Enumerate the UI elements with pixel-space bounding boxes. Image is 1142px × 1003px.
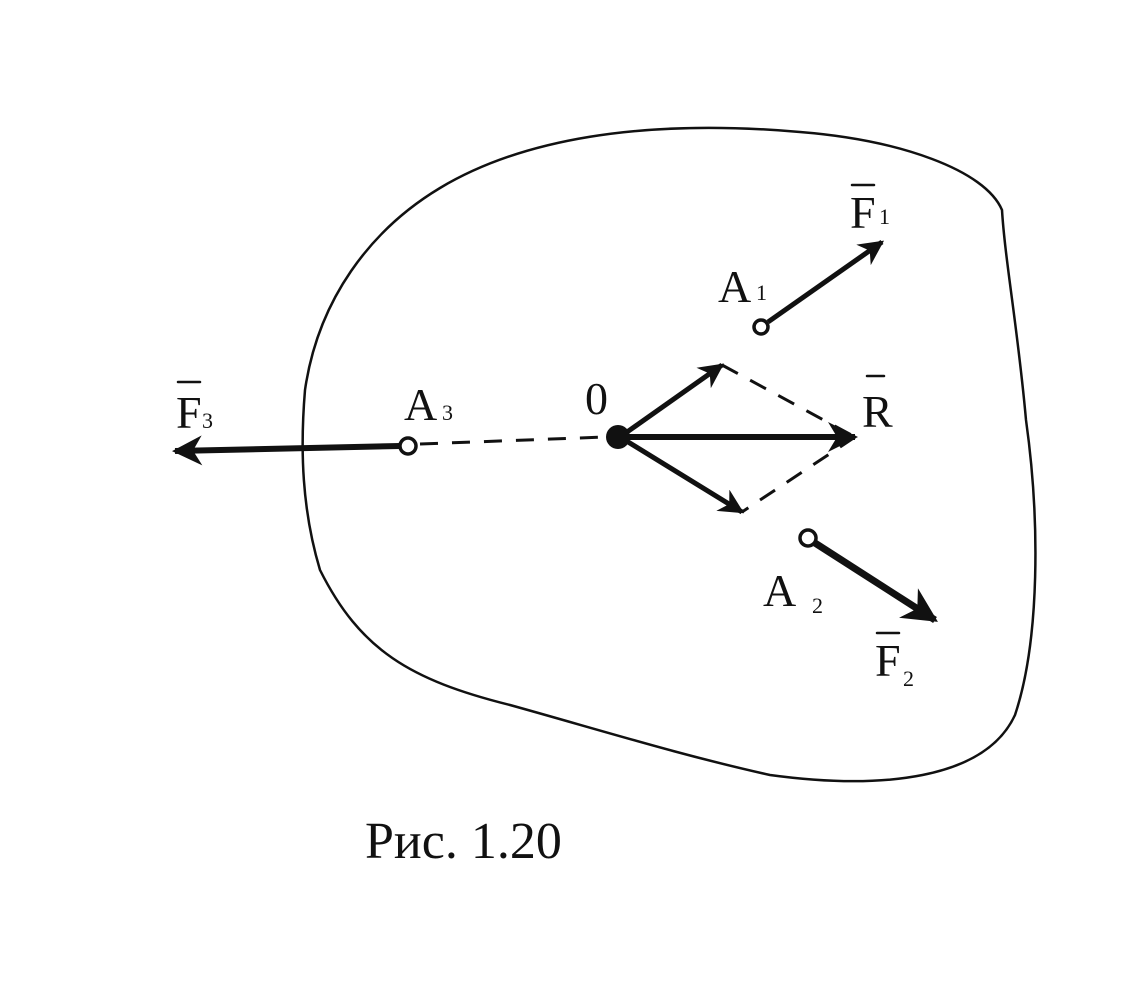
point-A2 (798, 528, 818, 548)
label-A3-subscript: 3 (442, 400, 453, 425)
body-outline (301, 126, 1037, 783)
figure-caption: Рис. 1.20 (365, 813, 562, 870)
label-F1-subscript: 1 (879, 204, 890, 229)
parallelogram-side-lower (741, 435, 856, 514)
label-F1: F (850, 187, 876, 238)
force-vector-F1 (766, 239, 885, 325)
label-F3-subscript: 3 (202, 408, 213, 433)
label-A3: A (404, 379, 437, 430)
force-vector-F2 (813, 540, 938, 623)
point-A1 (752, 318, 770, 336)
point-O (606, 425, 630, 449)
label-O: 0 (585, 373, 608, 424)
point-A3 (398, 436, 418, 456)
parallelogram-side-upper (721, 363, 856, 439)
line-of-action-dashed (419, 435, 607, 446)
label-A1: A (718, 261, 751, 312)
component-vector-upper (618, 362, 725, 440)
label-F2: F (875, 635, 901, 686)
label-A2-subscript: 2 (812, 593, 823, 618)
force-vector-F3 (172, 435, 401, 466)
component-vector-lower (618, 434, 745, 515)
label-F2-subscript: 2 (903, 666, 914, 691)
label-R: R (862, 386, 893, 437)
label-A2: A (763, 565, 796, 616)
label-A1-subscript: 1 (756, 280, 767, 305)
label-F3: F (176, 387, 202, 438)
